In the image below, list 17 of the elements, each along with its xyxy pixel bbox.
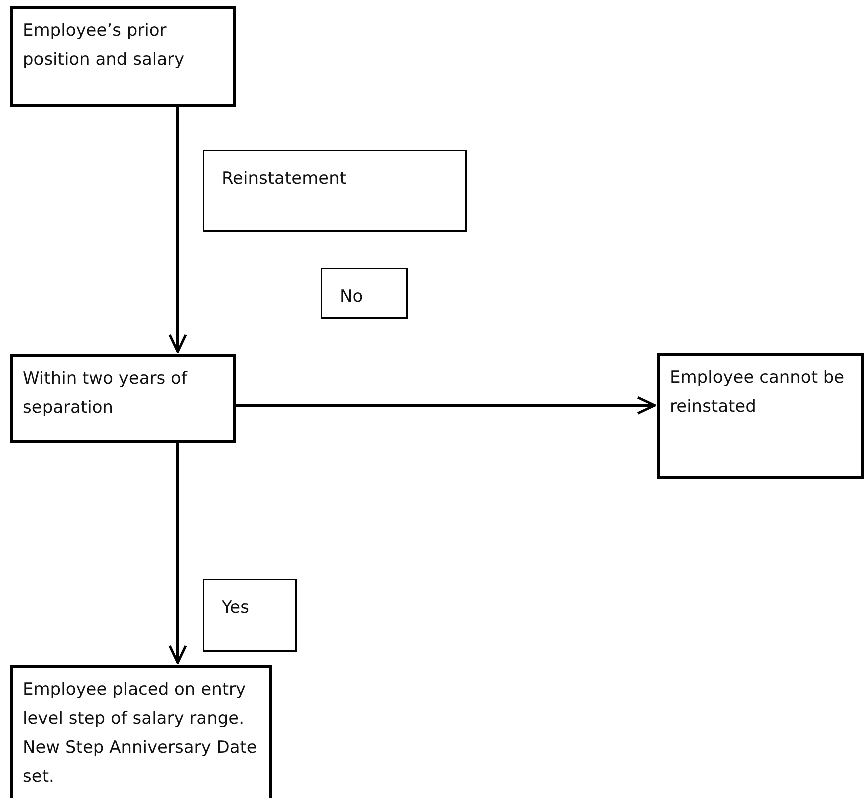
box-text: Employee cannot be reinstated	[670, 367, 846, 419]
label-box	[321, 268, 408, 319]
box-text: Within two years of separation	[23, 368, 189, 420]
process-box	[657, 353, 864, 479]
process-box	[10, 665, 272, 798]
label-box	[203, 150, 467, 232]
box-text: Yes	[222, 597, 250, 620]
box-text: Reinstatement	[222, 168, 348, 191]
arrow	[168, 107, 188, 354]
arrow	[236, 396, 656, 415]
box-text: Employee’s prior position and salary	[23, 20, 186, 72]
arrow	[168, 443, 188, 664]
process-box	[10, 354, 236, 443]
process-box	[10, 6, 236, 107]
label-box	[203, 579, 297, 652]
box-text: Employee placed on entry level step of salary range. New Step Anniversary Date set.	[23, 679, 258, 789]
box-text: No	[340, 286, 364, 309]
